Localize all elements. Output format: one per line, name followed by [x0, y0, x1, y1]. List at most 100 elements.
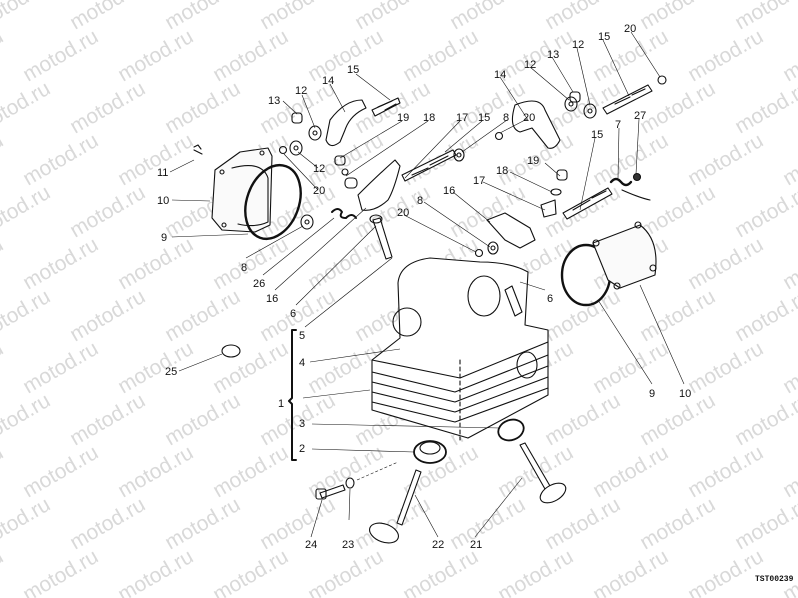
- watermark-text: motod.ru: [446, 493, 529, 554]
- watermark-text: motod.ru: [0, 0, 54, 34]
- part-label-20: 20: [313, 185, 326, 197]
- watermark-text: motod.ru: [0, 493, 54, 554]
- part-label-15: 15: [591, 129, 604, 141]
- watermark-text: motod.ru: [66, 285, 149, 346]
- watermark-text: motod.ru: [209, 545, 292, 598]
- part-label-4: 4: [299, 357, 306, 369]
- watermark-text: motod.ru: [731, 77, 798, 138]
- rocker-shaft-15c: [602, 84, 653, 115]
- cylinder-head: [371, 257, 549, 441]
- watermark-text: motod.ru: [0, 25, 7, 86]
- watermark-text: motod.ru: [19, 441, 102, 502]
- watermark-text: motod.ru: [19, 233, 102, 294]
- part-label-27: 27: [634, 110, 647, 122]
- watermark-text: motod.ru: [684, 545, 767, 598]
- watermark-text: motod.ru: [66, 389, 149, 450]
- bushing-19b: [556, 169, 568, 181]
- part-label-25: 25: [165, 366, 178, 378]
- part-label-14: 14: [494, 69, 507, 81]
- watermark-text: motod.ru: [161, 0, 244, 34]
- watermark-text: motod.ru: [66, 77, 149, 138]
- watermark-text: motod.ru: [684, 441, 767, 502]
- part-label-24: 24: [305, 539, 318, 551]
- watermark-text: motod.ru: [0, 77, 54, 138]
- watermark-text: motod.ru: [684, 129, 767, 190]
- watermark-text: motod.ru: [446, 0, 529, 34]
- bushing-19a: [334, 155, 346, 166]
- part-label-1: 1: [278, 398, 285, 410]
- bushing-13b: [569, 91, 581, 103]
- part-label-9: 9: [649, 388, 656, 400]
- valve-guide-5: [372, 217, 393, 260]
- part-label-17: 17: [456, 112, 469, 124]
- watermark-text: motod.ru: [0, 389, 54, 450]
- part-label-8: 8: [503, 112, 510, 124]
- watermark-text: motod.ru: [161, 389, 244, 450]
- watermark-text: motod.ru: [494, 545, 577, 598]
- watermark-text: motod.ru: [114, 129, 197, 190]
- leader-lines: [169, 31, 685, 538]
- watermark-text: motod.ru: [0, 233, 7, 294]
- part-label-16: 16: [443, 185, 456, 197]
- part-label-18: 18: [496, 165, 509, 177]
- part-label-19: 19: [397, 112, 410, 124]
- watermark-text: motod.ru: [161, 493, 244, 554]
- part-label-12: 12: [295, 85, 308, 97]
- watermark-text: motod.ru: [209, 25, 292, 86]
- watermark-text: motod.ru: [351, 493, 434, 554]
- watermark-text: motod.ru: [779, 129, 798, 190]
- rocker-arm-14a: [325, 99, 367, 147]
- part-label-14: 14: [322, 75, 335, 87]
- bushing-13a: [291, 112, 303, 124]
- rocker-shaft-15d: [562, 187, 613, 220]
- watermark-text: motod.ru: [114, 441, 197, 502]
- watermark-text: motod.ru: [19, 129, 102, 190]
- part-label-17: 17: [473, 175, 486, 187]
- part-label-20: 20: [397, 207, 410, 219]
- part-label-6: 6: [547, 293, 554, 305]
- washer-23: [345, 477, 355, 489]
- part-label-8: 8: [241, 262, 248, 274]
- spring-7: [609, 177, 633, 187]
- tappet-cover-right: [592, 224, 657, 289]
- part-label-12: 12: [524, 59, 537, 71]
- watermark-text: motod.ru: [636, 285, 719, 346]
- watermark-text: motod.ru: [636, 493, 719, 554]
- watermark-text: motod.ru: [636, 0, 719, 34]
- watermark-text: motod.ru: [66, 493, 149, 554]
- part-label-10: 10: [679, 388, 692, 400]
- watermark-text: motod.ru: [304, 25, 387, 86]
- watermark-text: motod.ru: [19, 25, 102, 86]
- rocker-arm-16b: [486, 212, 536, 249]
- watermark-text: motod.ru: [161, 77, 244, 138]
- part-label-12: 12: [313, 163, 326, 175]
- drawing-code: TST00239: [755, 575, 794, 584]
- watermark-text: motod.ru: [589, 441, 672, 502]
- watermark-text: motod.ru: [684, 25, 767, 86]
- watermark-text: motod.ru: [19, 545, 102, 598]
- watermark-text: motod.ru: [779, 25, 798, 86]
- part-label-15: 15: [598, 31, 611, 43]
- watermark-text: motod.ru: [351, 0, 434, 34]
- watermark-text: motod.ru: [209, 441, 292, 502]
- watermark-text: motod.ru: [114, 25, 197, 86]
- watermark-text: motod.ru: [541, 389, 624, 450]
- watermark-text: motod.ru: [114, 545, 197, 598]
- watermark-text: motod.ru: [779, 337, 798, 398]
- watermark-text: motod.ru: [0, 129, 7, 190]
- watermark-text: motod.ru: [589, 545, 672, 598]
- watermark-text: motod.ru: [0, 181, 54, 242]
- watermark-text: motod.ru: [399, 545, 482, 598]
- part-label-15: 15: [347, 64, 360, 76]
- watermark-text: motod.ru: [161, 285, 244, 346]
- part-label-10: 10: [157, 195, 170, 207]
- o-ring-left: [244, 164, 302, 240]
- intake-valve-22: [396, 469, 422, 526]
- valve-seat-3: [497, 418, 525, 442]
- watermark-text: motod.ru: [731, 0, 798, 34]
- part-label-21: 21: [470, 539, 483, 551]
- watermark-text: motod.ru: [731, 181, 798, 242]
- watermark-text: motod.ru: [0, 441, 7, 502]
- watermark-text: motod.ru: [731, 493, 798, 554]
